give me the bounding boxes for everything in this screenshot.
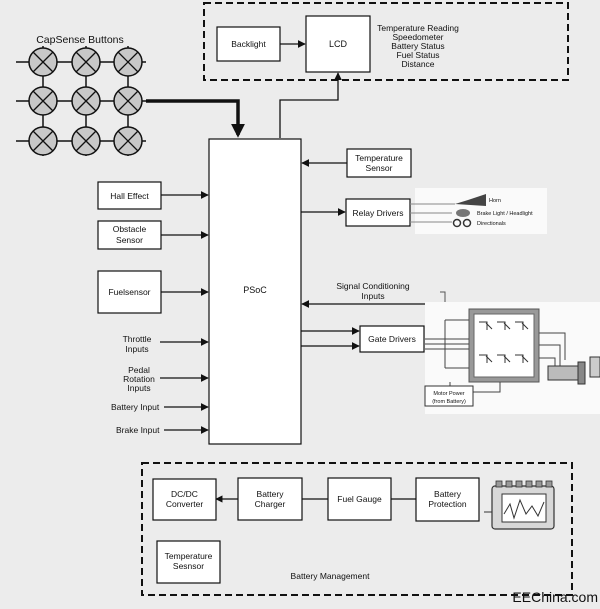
temp-sensor-label-1: Temperature [355,153,403,163]
battery-management-panel [141,462,573,596]
relay-outputs: Horn Brake Light / Headlight Directional… [410,188,547,234]
capsense-button[interactable] [71,86,101,116]
display-panel [203,2,569,81]
directional-icon [462,218,472,228]
fuel-sensor-label: Fuelsensor [108,287,150,297]
motor-power-block [424,385,474,407]
lcd-block [305,15,371,73]
brake-input-label: Brake Input [116,425,160,435]
gate-drivers-label: Gate Drivers [368,334,416,344]
signal-conditioning-label-2: Inputs [361,291,384,301]
motor-power-label-1: Motor Power [433,391,464,397]
throttle-label-1: Throttle [123,334,152,344]
reading-fuel-status: Fuel Status [397,50,440,60]
capsense-buttons [28,47,143,156]
light-bulb-icon [456,209,470,217]
psoc-to-lcd-arrow [279,72,342,138]
capsense-to-psoc-arrow [146,99,245,138]
charger-label-1: Battery [257,489,285,499]
protection-label-1: Battery [434,489,462,499]
watermark: EEChina.com [512,589,598,605]
temp-sensor-label-2: Sensor [366,163,393,173]
hall-effect-block [97,181,162,210]
fuel-gauge-block [327,477,392,521]
bm-temp-label-2: Sesnsor [173,561,204,571]
reading-battery-status: Battery Status [391,41,444,51]
directional-icon [452,218,462,228]
fuel-sensor-block [97,270,162,314]
motor-bridge: Motor Power (from Battery) [424,302,600,414]
lcd-label: LCD [329,39,348,49]
reading-temperature: Temperature Reading [377,23,459,33]
battery-charger-block [237,477,303,521]
capsense-button[interactable] [71,47,101,77]
capsense-button[interactable] [71,126,101,156]
capsense-button[interactable] [113,86,143,116]
reading-distance: Distance [401,59,434,69]
motor-power-label-2: (from Battery) [432,399,466,405]
pedal-label-1: Pedal [128,365,150,375]
obstacle-label-1: Obstacle [113,224,147,234]
signal-conditioning-label-1: Signal Conditioning [336,281,410,291]
capsense-button[interactable] [28,47,58,77]
bm-temp-label-1: Temperature [165,551,213,561]
brake-light-label: Brake Light / Headlight [477,211,533,217]
relay-drivers-label: Relay Drivers [352,208,403,218]
capsense-button[interactable] [28,126,58,156]
directionals-label: Directionals [477,221,506,227]
pedal-label-2: Rotation [123,374,155,384]
relay-drivers-block [345,198,411,227]
charger-label-2: Charger [255,499,286,509]
dcdc-converter-block [152,478,217,521]
reading-speedometer: Speedometer [392,32,443,42]
battery-pack-icon [484,480,555,530]
capsense-button[interactable] [113,47,143,77]
gate-drivers-block [359,325,425,353]
dcdc-label-2: Converter [166,499,203,509]
battery-management-title: Battery Management [291,571,371,581]
dcdc-label-1: DC/DC [171,489,198,499]
battery-protection-block [415,477,480,522]
throttle-label-2: Inputs [125,344,148,354]
protection-label-2: Protection [428,499,467,509]
capsense-button[interactable] [113,126,143,156]
capsense-button[interactable] [28,86,58,116]
pedal-label-3: Inputs [127,383,150,393]
motor-icon [547,365,579,381]
backlight-label: Backlight [231,39,266,49]
backlight-block [216,26,281,62]
battery-input-label: Battery Input [111,402,160,412]
psoc-block [208,138,302,445]
horn-label: Horn [489,198,501,204]
fuel-gauge-label: Fuel Gauge [337,494,382,504]
capsense-title: CapSense Buttons [36,34,124,46]
psoc-label: PSoC [243,285,267,295]
hall-effect-label: Hall Effect [110,191,149,201]
obstacle-label-2: Sensor [116,235,143,245]
bm-temperature-sensor-block [156,540,221,584]
horn-icon [455,194,486,206]
temperature-sensor-block [346,148,412,178]
